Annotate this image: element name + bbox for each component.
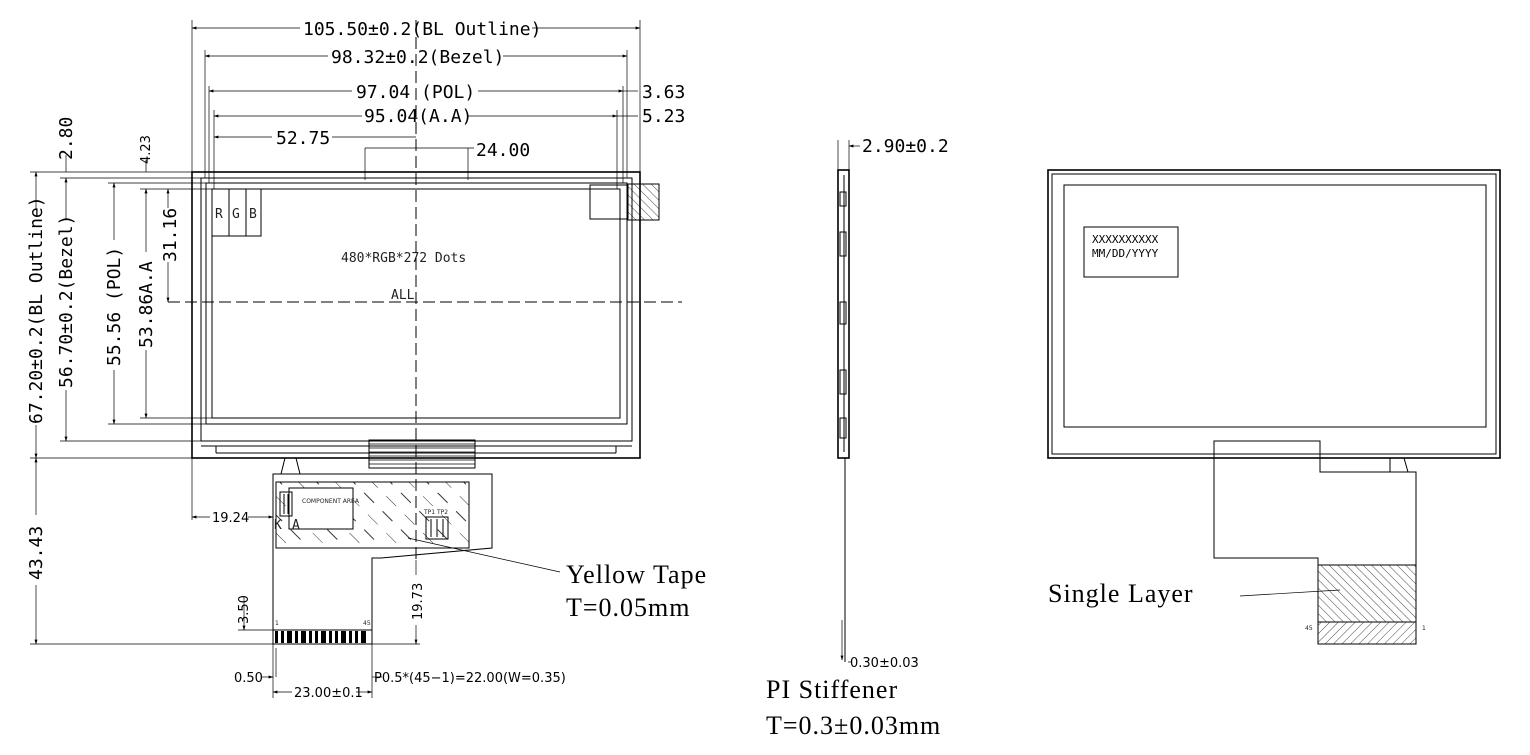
single-layer-leader [1239,589,1341,597]
single-layer-label: Single Layer [1048,579,1194,608]
dim-aa-width: 95.04(A.A) [364,106,472,127]
fpc-contacts [275,631,366,643]
dim-pol-width: 97.04 (POL) [356,82,475,103]
pin-45-label: 45 [363,620,371,627]
yellow-tape-thickness: T=0.05mm [566,593,691,622]
dim-bl-outline-height: 67.20±0.2(BL Outline) [26,196,47,424]
rear-inner-panel [1063,184,1487,428]
rgb-g-label: G [232,207,240,222]
dim-52-75: 52.75 [276,128,330,149]
pi-stiffener-thickness: T=0.3±0.03mm [766,711,941,740]
yellow-tape-leader [407,537,561,573]
side-view: 2.90±0.2 0.30±0.03 PI Stiffener T=0.3±0.… [766,136,949,740]
rgb-b-label: B [249,207,257,222]
rear-pin-1: 1 [1422,625,1426,632]
fpc-outline [272,473,493,645]
pin-1-label: 1 [275,620,279,627]
rear-label-date: MM/DD/YYYY [1092,247,1159,260]
dim-3-50: 3.50 [237,595,252,624]
bl-outline [191,171,641,459]
all-label: ALL [391,288,415,303]
hatched-tab [626,183,660,221]
dim-bl-outline-width: 105.50±0.2(BL Outline) [303,19,541,40]
rear-outline [1047,169,1501,459]
rear-stiffener-hatch [1317,564,1417,623]
rear-label-box [1083,226,1179,278]
fpc-dense-lines [369,443,475,465]
rear-contact-hatch [1317,621,1417,645]
dim-24-00: 24.00 [476,140,530,161]
dim-19-73: 19.73 [411,583,426,620]
dim-bezel-width: 98.32±0.2(Bezel) [331,47,504,68]
dim-pitch: P0.5*(45−1)=22.00(W=0.35) [374,671,566,686]
yellow-tape-label: Yellow Tape [566,560,707,589]
dim-side-thickness: 2.90±0.2 [862,136,949,157]
dim-31-16: 31.16 [160,208,181,262]
rear-label-serial: XXXXXXXXXX [1092,233,1159,246]
side-profile [837,169,850,459]
rgb-r-label: R [215,207,223,222]
rear-pin-45: 45 [1305,625,1313,632]
dim-3-63: 3.63 [642,82,685,103]
dim-5-23: 5.23 [642,106,685,127]
pi-stiffener-label: PI Stiffener [766,675,898,704]
dim-19-24: 19.24 [212,511,249,526]
rear-fpc [1213,440,1417,566]
dim-aa-height: 53.86A.A [136,261,157,348]
dim-4-23: 4.23 [139,135,154,164]
k-label: K [274,518,282,533]
dim-bezel-height: 56.70±0.2(Bezel) [56,215,77,388]
top-dimensions [191,20,641,189]
left-dimensions [30,155,420,698]
component-area [288,487,354,530]
backlight-tab [589,184,629,220]
dim-fpc-width: 23.00±0.1 [294,686,363,701]
a-label: A [292,518,300,533]
dim-43-43: 43.43 [26,526,47,580]
dim-0-50: 0.50 [234,671,263,686]
rear-view: XXXXXXXXXX MM/DD/YYYY 45 1 Single Layer [1047,169,1501,645]
dim-pol-height: 55.56 (POL) [104,247,125,366]
front-view: R G B 480*RGB*272 Dots ALL COMPONENT ARE… [26,19,707,701]
resolution-label: 480*RGB*272 Dots [341,251,466,266]
dim-2-80: 2.80 [56,117,77,160]
dim-stiffener-thickness: 0.30±0.03 [850,656,919,671]
component-area-label: COMPONENT AREA [302,498,360,505]
tp-label: TP1 TP2 [423,509,448,516]
